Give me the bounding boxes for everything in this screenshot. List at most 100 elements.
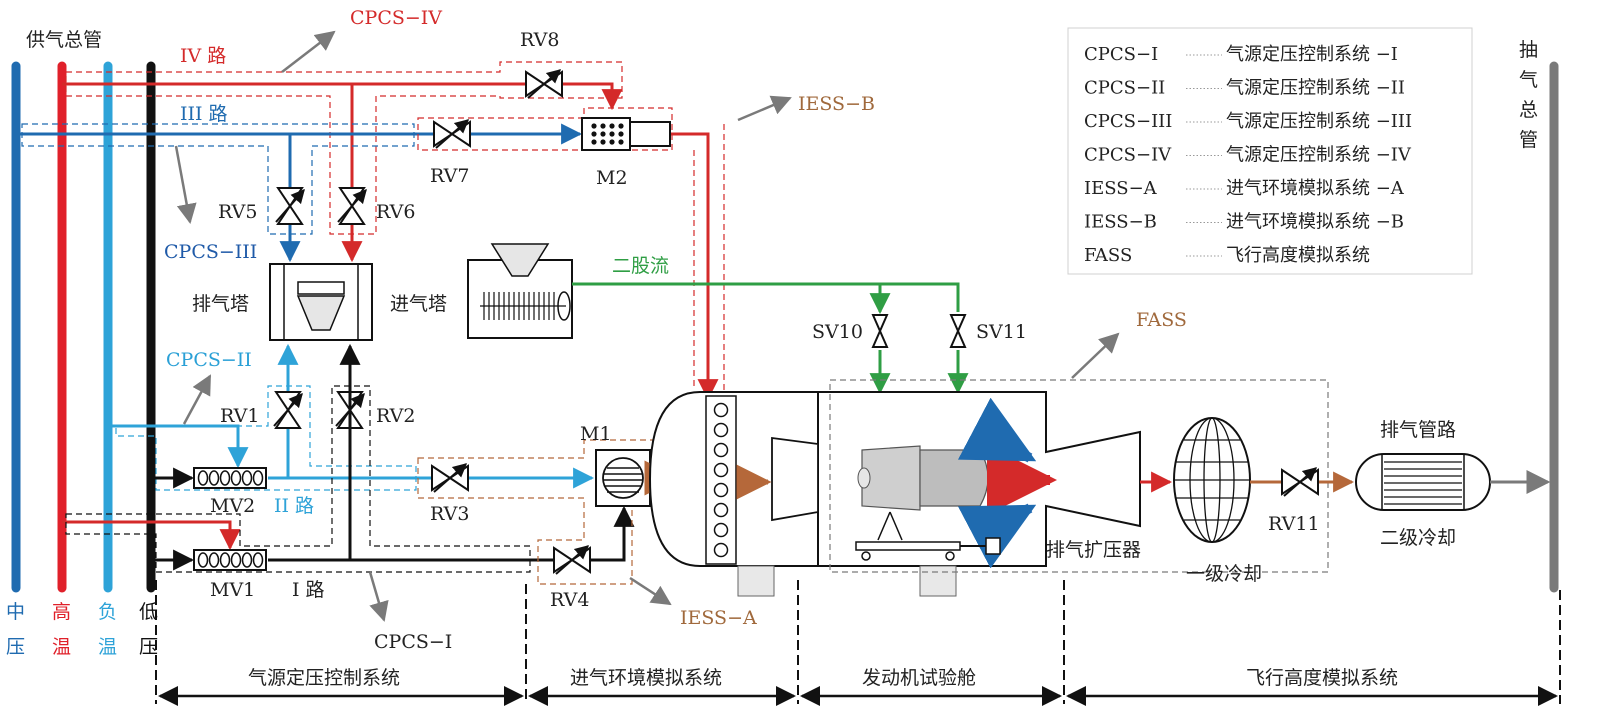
legend-code: FASS (1084, 245, 1132, 266)
cpcs-iii-label: CPCS−III (164, 241, 257, 263)
valve-sv10-label: SV10 (812, 321, 863, 343)
legend-description: 气源定压控制系统 −I (1226, 44, 1398, 65)
pipe-label-negtemp-1: 负 (98, 601, 117, 623)
valve-sv10 (871, 314, 889, 348)
diffuser-label: 排气扩压器 (1046, 539, 1141, 561)
cpcs-iii-pointer (174, 145, 197, 224)
supply-header-label: 供气总管 (26, 29, 102, 51)
valve-rv8 (525, 69, 563, 99)
route-ii-neg-temp (108, 424, 249, 469)
valve-rv3-label: RV3 (430, 503, 469, 525)
section-label-2: 进气环境模拟系统 (570, 667, 722, 689)
secondary-cooler (1355, 453, 1491, 511)
iess-a-label: IESS−A (680, 607, 757, 629)
legend: CPCS−I 气源定压控制系统 −I CPCS−II 气源定压控制系统 −II CPCS… (1084, 44, 1412, 266)
exhaust-pipeline-label: 排气管路 (1380, 419, 1456, 441)
primary-cooler (1173, 417, 1251, 543)
exhaust-main-label-4: 管 (1519, 129, 1538, 151)
legend-code: CPCS−III (1084, 111, 1172, 132)
butterfly-valve-icon (273, 391, 303, 429)
section-label-1: 气源定压控制系统 (248, 667, 400, 689)
route-m2-to-cabin (670, 132, 719, 401)
pipe-label-hightemp-1: 高 (52, 601, 71, 623)
section-label-3: 发动机试验舱 (862, 667, 976, 689)
iess-b-label: IESS−B (798, 93, 875, 115)
legend-description: 气源定压控制系统 −IV (1226, 145, 1412, 166)
valve-rv6 (337, 187, 367, 225)
mixer-mv1 (193, 549, 267, 571)
cpcs-iv-dashed-region (65, 61, 623, 235)
butterfly-valve-icon (337, 187, 367, 225)
fass-pointer (1071, 332, 1120, 379)
valve-sv11-label: SV11 (976, 321, 1027, 343)
legend-description: 气源定压控制系统 −III (1226, 111, 1412, 132)
legend-code: CPCS−I (1084, 44, 1158, 65)
mixer-m1 (595, 449, 651, 507)
route-i-label: I 路 (292, 579, 325, 601)
cpcs-i-dashed-region (65, 385, 531, 573)
valve-rv4 (553, 545, 591, 575)
route-iv-line (62, 82, 623, 111)
valve-rv6-label: RV6 (376, 201, 415, 223)
butterfly-valve-icon (433, 119, 471, 149)
cpcs-iv-pointer (281, 30, 336, 73)
valve-rv1-label: RV1 (220, 405, 259, 427)
valve-rv7 (433, 119, 471, 149)
pipe-label-hightemp-2: 温 (52, 636, 71, 658)
pipe-label-low-1: 低 (139, 601, 158, 623)
test-cabin (648, 391, 1141, 597)
valve-sv11 (949, 314, 967, 348)
cooling1-label: 一级冷却 (1186, 563, 1262, 585)
mixer-mv1-label: MV1 (210, 579, 255, 601)
fass-label: FASS (1136, 309, 1187, 331)
section-label-4: 飞行高度模拟系统 (1246, 667, 1398, 689)
valve-rv3 (431, 463, 469, 493)
butterfly-valve-icon (431, 463, 469, 493)
butterfly-valve-icon (1281, 467, 1319, 497)
bowtie-valve-icon (949, 314, 967, 348)
cooling2-label: 二级冷却 (1380, 527, 1456, 549)
legend-code: IESS−B (1084, 212, 1157, 233)
exhaust-tower (269, 263, 373, 341)
legend-code: CPCS−II (1084, 78, 1165, 99)
mixer-m2-label: M2 (596, 167, 628, 189)
bypass-flow-line (572, 282, 960, 312)
pipe-label-negtemp-2: 温 (98, 636, 117, 658)
exhaust-main-label-1: 抽 (1519, 39, 1538, 61)
fass-dashed-region (829, 379, 1329, 573)
butterfly-valve-icon (553, 545, 591, 575)
route-iii-label: III 路 (180, 103, 228, 125)
cpcs-ii-dashed-region (115, 385, 417, 491)
bowtie-valve-icon (871, 314, 889, 348)
route-i-main (268, 505, 635, 562)
intake-tower (467, 243, 573, 339)
legend-description: 气源定压控制系统 −II (1226, 78, 1405, 99)
mixer-m2 (581, 117, 671, 151)
pipe-label-medium-1: 中 (6, 601, 25, 623)
iess-a-pointer (629, 576, 672, 606)
valve-rv8-label: RV8 (520, 29, 559, 51)
cpcs-iii-dashed-region (21, 123, 415, 235)
exhaust-main-label-3: 总 (1519, 99, 1538, 121)
route-i-high-temp (62, 520, 241, 551)
valve-rv4-label: RV4 (550, 589, 589, 611)
mixer-mv2 (193, 467, 267, 489)
section-bar (155, 580, 1561, 706)
valve-rv2-label: RV2 (376, 405, 415, 427)
intake-tower-label: 进气塔 (390, 293, 447, 315)
exhaust-tower-label: 排气塔 (192, 293, 249, 315)
bypass-flow-label: 二股流 (612, 255, 669, 277)
legend-description: 进气环境模拟系统 −B (1226, 212, 1404, 233)
iess-b-pointer (737, 95, 792, 122)
valve-rv7-label: RV7 (430, 165, 469, 187)
iess-a-dashed-region (417, 439, 657, 585)
legend-description: 进气环境模拟系统 −A (1226, 178, 1405, 199)
exhaust-main-label-2: 气 (1519, 69, 1538, 91)
valve-rv11-label: RV11 (1268, 513, 1320, 535)
mixer-mv2-label: MV2 (210, 495, 255, 517)
legend-code: IESS−A (1084, 178, 1158, 199)
legend-description: 飞行高度模拟系统 (1226, 245, 1370, 266)
butterfly-valve-icon (525, 69, 563, 99)
pipe-label-low-2: 压 (139, 636, 158, 658)
